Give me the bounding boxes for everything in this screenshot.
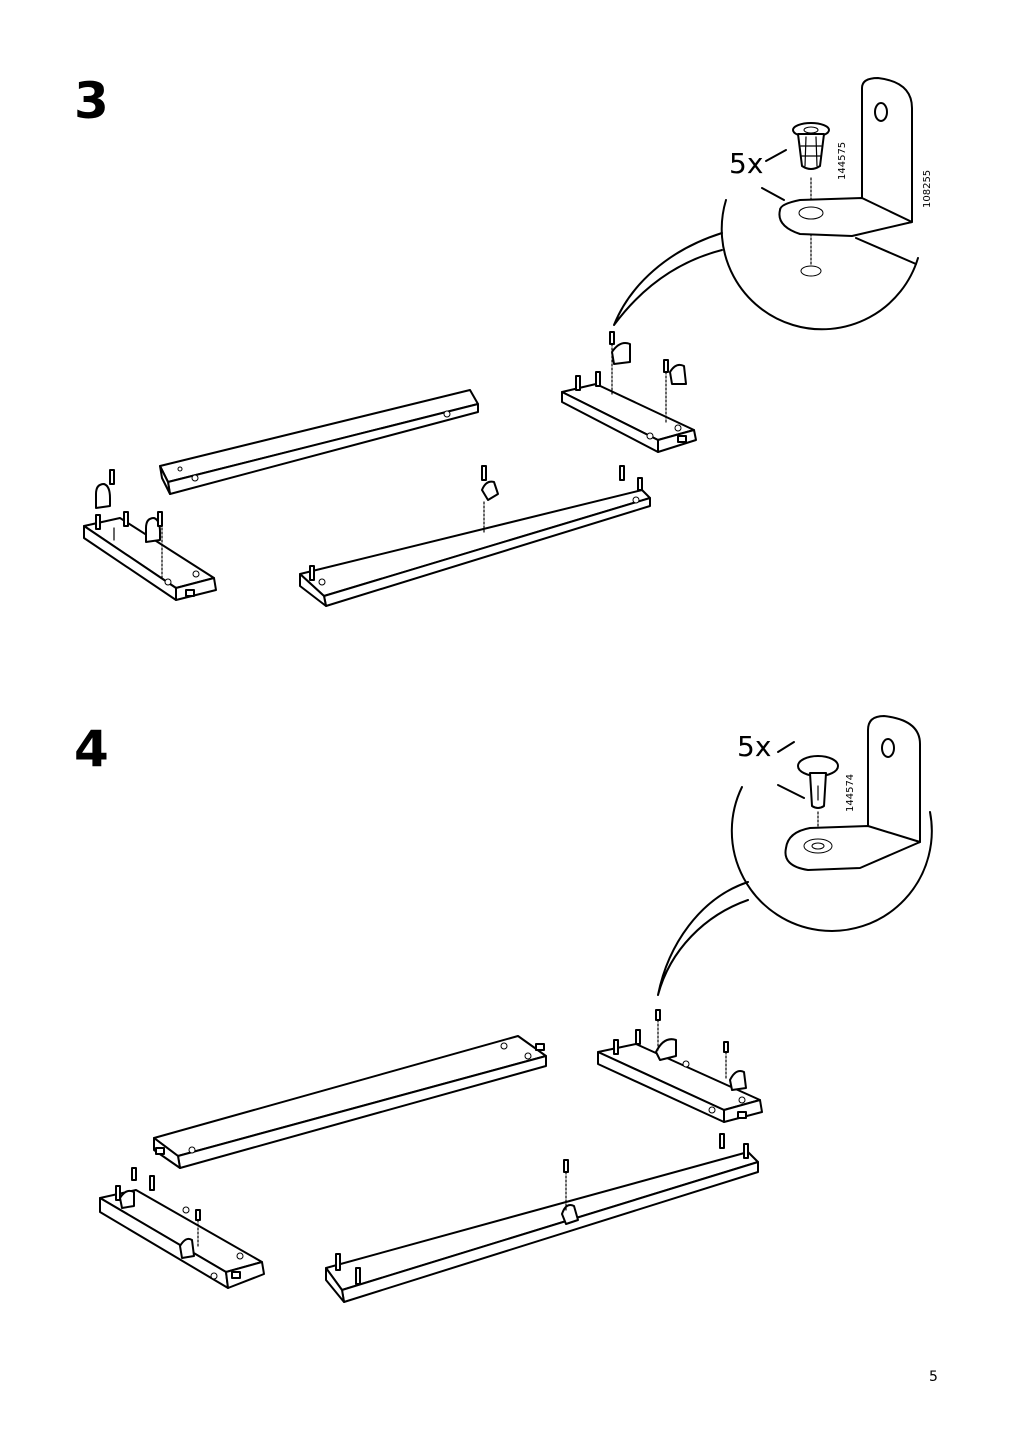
step-4-board-long-back bbox=[153, 1035, 547, 1169]
page-number: 5 bbox=[929, 1369, 938, 1385]
step-4-quantity: 5x bbox=[737, 730, 772, 763]
step-3-detail-callout bbox=[613, 149, 919, 331]
angle-bracket-icon bbox=[778, 77, 913, 277]
step-3-quantity: 5x bbox=[729, 147, 764, 180]
step-3-board-short-left bbox=[83, 469, 217, 601]
push-pin-icon bbox=[797, 755, 839, 843]
step-3-number: 3 bbox=[74, 72, 109, 130]
step-3-board-long-front bbox=[299, 465, 651, 607]
step-4-part-code-pin: 144574 bbox=[845, 773, 856, 812]
step-4-board-short-left bbox=[99, 1167, 265, 1289]
step-4-detail-callout bbox=[657, 741, 933, 996]
angle-bracket-icon bbox=[784, 715, 921, 871]
plastic-insert-icon bbox=[792, 122, 830, 269]
step-4-number: 4 bbox=[74, 720, 109, 778]
step-4-board-short-right bbox=[597, 1009, 763, 1123]
step-4-board-long-front bbox=[325, 1133, 759, 1303]
step-3-board-long-back bbox=[159, 389, 479, 495]
step-3-board-short-right bbox=[561, 331, 697, 453]
